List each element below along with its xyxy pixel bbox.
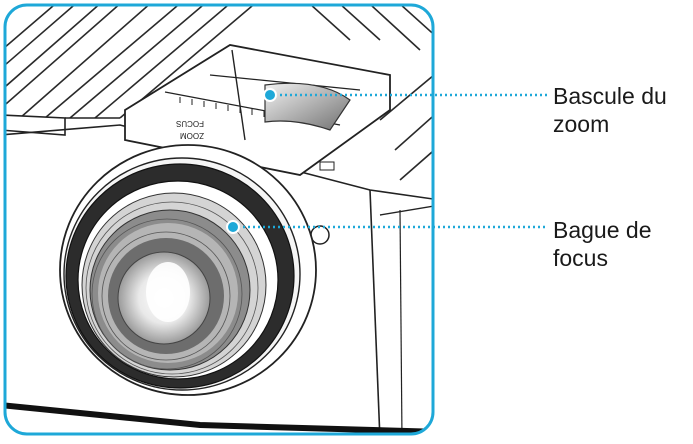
indicator-mark: [319, 161, 335, 171]
lens-assembly: [59, 144, 317, 396]
focus-text: FOCUS: [176, 119, 204, 128]
zoom-leader-dot: [263, 88, 277, 102]
projector-body: FOCUS ZOOM: [5, 5, 433, 434]
focus-ring-label: Bague de focus: [553, 217, 652, 271]
callout-leaders: [226, 88, 548, 234]
zoom-lever-label: Bascule du zoom: [553, 83, 667, 137]
ir-sensor: [310, 225, 330, 245]
zoom-text: ZOOM: [180, 131, 204, 140]
focus-leader-dot: [226, 220, 240, 234]
image-frame: [3, 3, 435, 436]
